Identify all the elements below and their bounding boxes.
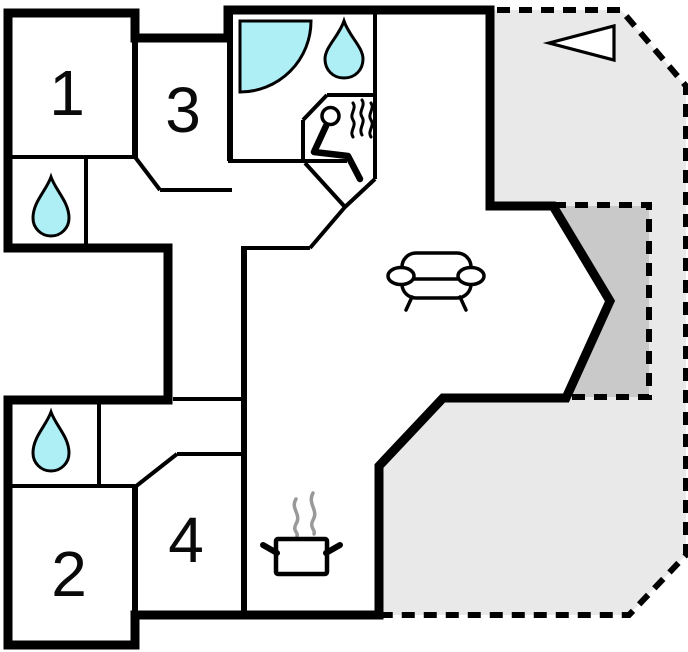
- sofa-armrest-left: [386, 265, 416, 287]
- sauna-person-head: [320, 105, 341, 127]
- covered-terrace-surface: [553, 206, 649, 397]
- sauna-person-body: [310, 122, 364, 183]
- sauna-icon: [310, 98, 374, 183]
- terrace-surface: [382, 10, 686, 615]
- terrace-area: [382, 7, 688, 618]
- room-labels: 1 3 2 4: [49, 57, 204, 610]
- walls: [3, 5, 616, 650]
- sofa-legs: [404, 295, 468, 312]
- sofa-icon: [386, 251, 486, 312]
- room-1-label: 1: [49, 57, 85, 129]
- water-drop-icon: [323, 16, 365, 80]
- water-drop-icon: [31, 172, 71, 238]
- interior-wall-dividers: [132, 8, 247, 619]
- water-drop-icon: [31, 407, 71, 473]
- room-3-label: 3: [165, 74, 201, 146]
- room-4-label: 4: [168, 504, 204, 576]
- cooking-pot-icon: [260, 491, 343, 577]
- sauna-heat-waves: [350, 98, 374, 139]
- sofa-armrest-right: [456, 265, 486, 287]
- entrance-arrow-icon: [542, 23, 616, 63]
- pot-handles: [260, 542, 343, 556]
- bathroom-icons: [238, 16, 374, 183]
- covered-terrace-dashed-border: [553, 202, 652, 400]
- pot-body: [273, 536, 330, 577]
- room-2-label: 2: [51, 538, 87, 610]
- pot-steam: [292, 491, 317, 538]
- interior-walls: [8, 10, 377, 489]
- shower-icon: [238, 19, 313, 94]
- terrace-dashed-border: [382, 7, 688, 618]
